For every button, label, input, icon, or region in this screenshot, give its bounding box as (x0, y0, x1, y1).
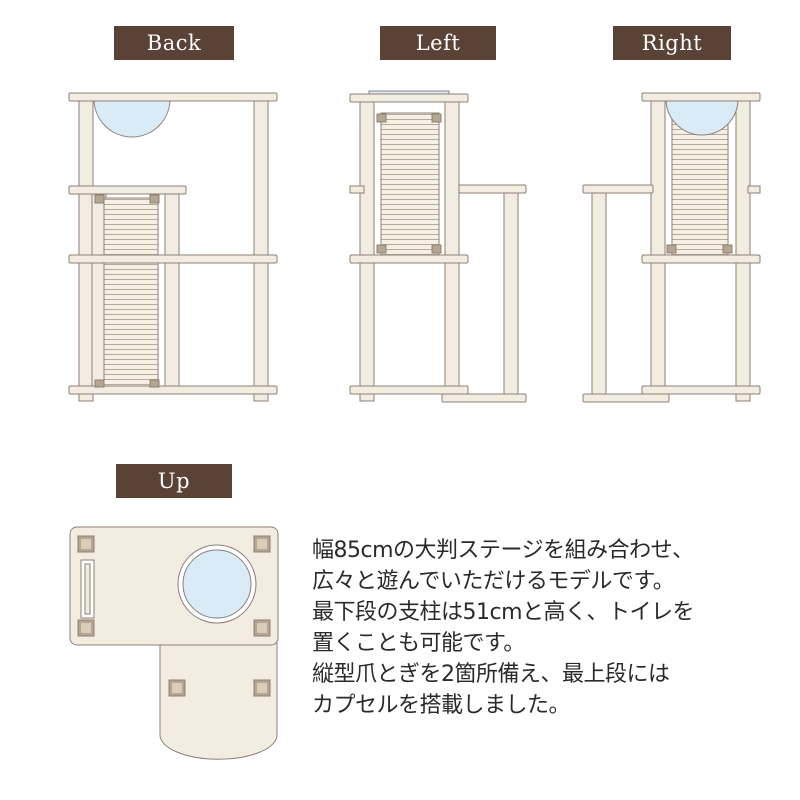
up-view-label: Up (116, 464, 232, 498)
post-cap (94, 379, 105, 388)
product-description: 幅85cmの大判ステージを組み合わせ、 広々と遊んでいただけるモデルです。 最下… (312, 535, 772, 721)
mid-shelf (68, 185, 187, 195)
post-cap (431, 113, 442, 123)
lower-shelf (349, 254, 469, 264)
foot (359, 393, 375, 402)
lower-stage (159, 642, 278, 760)
description-line: 幅85cmの大判ステージを組み合わせ、 (312, 538, 694, 563)
lower-shelf (68, 254, 278, 264)
post (650, 99, 666, 401)
back-view-label: Back (114, 26, 234, 60)
top-shelf (641, 92, 761, 102)
right-view-label: Right (613, 26, 731, 60)
description-line: 最下段の支柱は51cmと高く、トイレを (312, 600, 695, 625)
post (444, 99, 460, 401)
base-shelf (68, 385, 278, 395)
mid-shelf (458, 184, 527, 194)
left-view-label: Left (380, 26, 496, 60)
foot (78, 393, 94, 402)
post-top-inner (81, 539, 91, 549)
mid-shelf-edge (747, 185, 761, 194)
base-shelf-extension (582, 393, 670, 403)
post-top-inner (257, 683, 267, 693)
mid-shelf (582, 184, 654, 194)
lower-shelf (641, 254, 761, 264)
scratch-slot-inner (84, 563, 91, 615)
post-cap (376, 244, 387, 254)
post-cap (149, 194, 160, 204)
foot (253, 393, 269, 402)
post-top-inner (172, 683, 182, 693)
base-shelf-extension (441, 393, 527, 403)
post (164, 193, 180, 391)
post-top-inner (257, 539, 267, 549)
post (735, 99, 751, 401)
base-shelf (349, 385, 469, 395)
description-line: カプセルを搭載しました。 (312, 693, 571, 718)
post (253, 99, 269, 401)
post-cap (94, 194, 105, 204)
post-cap (431, 244, 442, 254)
post-top-inner (81, 623, 91, 633)
up-view-drawing (69, 526, 279, 760)
description-line: 広々と遊んでいただけるモデルです。 (312, 569, 675, 594)
capsule-icon (93, 98, 171, 138)
right-view-drawing (582, 92, 761, 403)
post-cap (376, 113, 387, 123)
post (591, 191, 607, 396)
capsule-icon (182, 549, 252, 619)
capsule-icon (665, 98, 739, 136)
back-view-drawing (68, 92, 278, 402)
post-top-inner (257, 623, 267, 633)
scratching-post (103, 197, 159, 389)
mid-shelf-edge (349, 185, 365, 194)
scratching-post (380, 112, 440, 258)
top-shelf (349, 93, 469, 103)
post (359, 99, 375, 401)
post-cap (722, 244, 733, 254)
base-shelf (641, 385, 761, 395)
post-cap (149, 379, 160, 388)
post-cap (666, 244, 677, 254)
scratching-post (671, 112, 729, 258)
description-line: 縦型爪とぎを2箇所備え、最上段には (312, 662, 670, 687)
post (503, 191, 519, 396)
top-shelf (68, 92, 278, 102)
foot (735, 393, 751, 402)
description-line: 置くことも可能です。 (312, 631, 525, 656)
post (78, 99, 94, 401)
left-view-drawing (349, 90, 527, 403)
